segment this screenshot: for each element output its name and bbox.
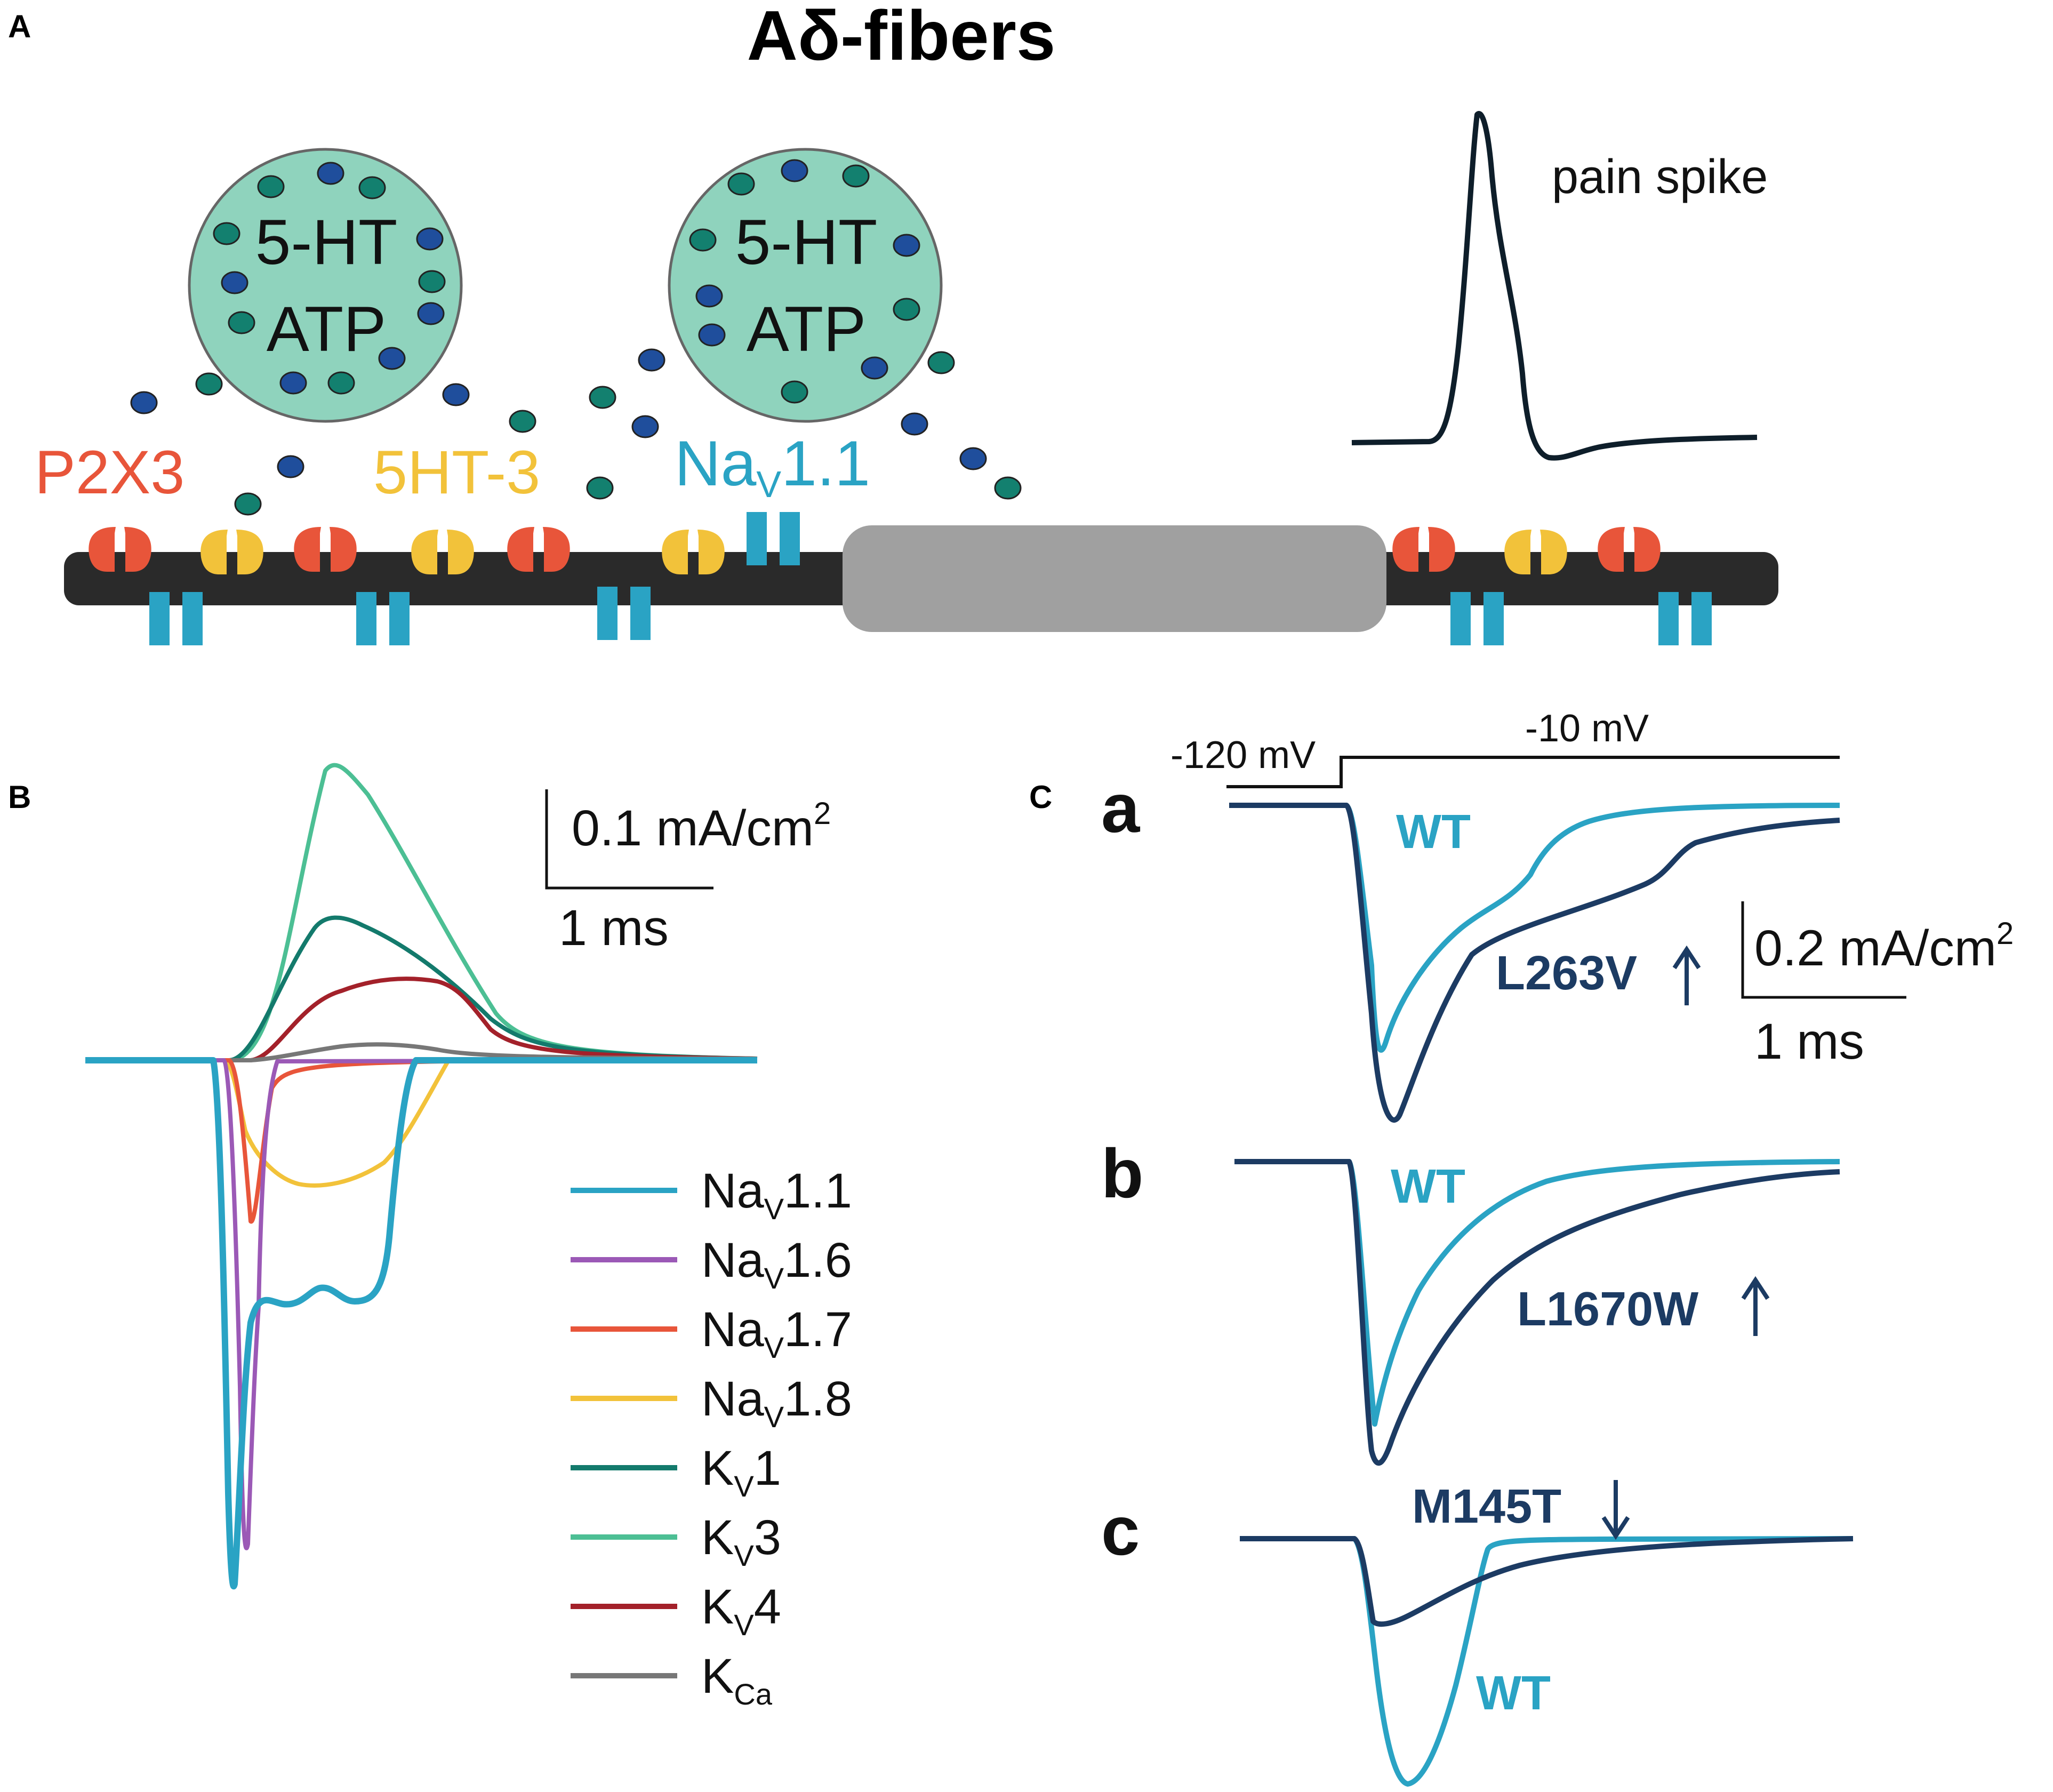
panel-b-scale-x-label: 1 ms — [559, 900, 669, 956]
trace-b-mutant — [1234, 1159, 1840, 1466]
legend-item: NaV1.6 — [571, 1233, 852, 1295]
legend-label: NaV1.6 — [701, 1233, 852, 1295]
panel-c-letter: C — [1029, 779, 1052, 815]
trace-nav16 — [85, 1058, 758, 1550]
vesicle-right: 5-HT ATP — [668, 148, 943, 423]
legend-item: NaV1.8 — [571, 1372, 852, 1434]
subpanel-c-letter: c — [1101, 1492, 1140, 1570]
arrow-up-icon — [1672, 945, 1701, 1005]
legend-label: NaV1.7 — [701, 1302, 852, 1364]
legend-label: NaV1.1 — [701, 1164, 852, 1226]
arrow-up-icon — [1741, 1276, 1770, 1336]
legend-label: KV4 — [701, 1580, 781, 1642]
panel-a-letter: A — [8, 9, 31, 44]
trace-nav17 — [85, 1058, 758, 1224]
mutant-label-c: M145T — [1412, 1480, 1561, 1533]
trace-kv4 — [85, 977, 758, 1062]
trace-a-wt — [1229, 803, 1840, 1053]
vesicle-label-atp: ATP — [747, 293, 866, 365]
legend-item: KCa — [571, 1649, 773, 1711]
vesicle-label-5ht: 5-HT — [255, 206, 398, 278]
panel-c: C -120 mV -10 mV a WT L263V 0.2 mA/cm2 1… — [1029, 707, 2014, 1787]
legend-item: NaV1.1 — [571, 1164, 852, 1226]
panel-b-scale-bar — [545, 789, 713, 890]
wt-label-a: WT — [1396, 805, 1471, 859]
vesicle-label-atp: ATP — [267, 293, 386, 365]
mutant-label-a: L263V — [1496, 947, 1637, 1000]
legend-label: NaV1.8 — [701, 1372, 852, 1434]
legend-item: KV4 — [571, 1580, 781, 1642]
vesicle-icon — [668, 148, 943, 423]
v-hold-label: -120 mV — [1170, 734, 1316, 777]
legend-label: KV3 — [701, 1510, 781, 1572]
panel-a-title: Aδ-fibers — [747, 0, 1056, 75]
panel-b-scale-y-label: 0.1 mA/cm2 — [572, 796, 831, 857]
voltage-protocol — [1226, 756, 1840, 788]
legend-label: KV1 — [701, 1441, 781, 1503]
wt-label-b: WT — [1391, 1160, 1465, 1213]
released-transmitters — [130, 348, 1022, 516]
mutant-label-b: L1670W — [1517, 1283, 1698, 1336]
trace-kv1 — [85, 915, 758, 1062]
trace-b-wt — [1234, 1159, 1840, 1427]
wt-label-c: WT — [1476, 1667, 1551, 1720]
trace-nav11 — [85, 1057, 757, 1590]
trace-a-mutant — [1229, 803, 1840, 1123]
axon — [64, 525, 1778, 632]
myelin-sheath — [843, 525, 1386, 632]
p2x3-label: P2X3 — [35, 438, 185, 507]
trace-c-wt — [1240, 1536, 1854, 1787]
panel-c-scale-y-label: 0.2 mA/cm2 — [1754, 916, 2014, 977]
trace-c-mutant — [1240, 1536, 1854, 1627]
panel-a: A Aδ-fibers — [8, 0, 1778, 645]
panel-b: B 0.1 mA/cm2 1 ms NaV1.1NaV1.6NaV1.7NaV1… — [8, 763, 852, 1711]
v-step-label: -10 mV — [1525, 707, 1649, 750]
vesicle-label-5ht: 5-HT — [735, 206, 878, 278]
ht3-label: 5HT-3 — [373, 438, 540, 507]
subpanel-a-letter: a — [1101, 769, 1141, 847]
vesicle-left: 5-HT ATP — [188, 148, 463, 423]
panel-b-letter: B — [8, 779, 31, 815]
nav11-label: NaV1.1 — [675, 428, 870, 505]
arrow-down-icon — [1601, 1480, 1630, 1540]
legend-item: KV1 — [571, 1441, 781, 1503]
trace-nav18 — [85, 1058, 758, 1188]
subpanel-b-letter: b — [1101, 1134, 1143, 1212]
pain-spike-label: pain spike — [1552, 150, 1768, 204]
legend-label: KCa — [701, 1649, 773, 1711]
panel-b-traces — [85, 763, 758, 1590]
legend-item: KV3 — [571, 1510, 781, 1572]
panel-c-scale-bar — [1741, 901, 1906, 999]
panel-c-scale-x-label: 1 ms — [1754, 1013, 1864, 1070]
legend-item: NaV1.7 — [571, 1302, 852, 1364]
pain-spike-trace — [1351, 111, 1758, 461]
